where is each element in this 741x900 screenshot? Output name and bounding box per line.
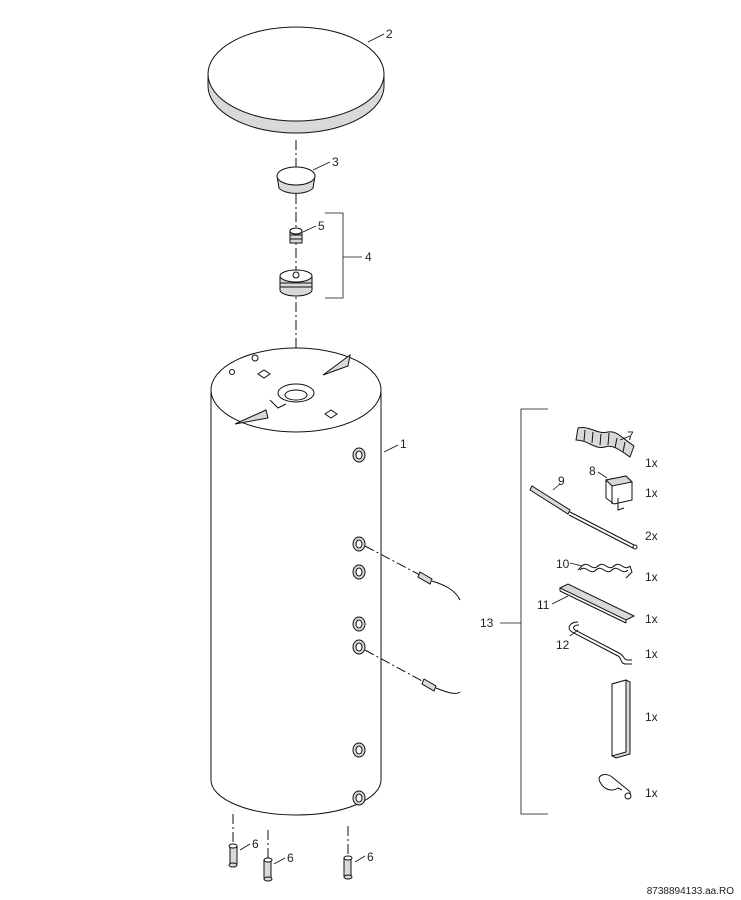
bracket-13 <box>520 408 548 815</box>
part-pad <box>611 679 631 759</box>
part-storage-tank <box>210 347 382 816</box>
qty-9: 2x <box>645 529 658 543</box>
part-foot-middle <box>263 830 273 882</box>
callout-1: 1 <box>400 437 407 451</box>
part-sensor-lower <box>364 649 461 694</box>
part-cap <box>276 166 316 194</box>
leader-5 <box>302 225 317 233</box>
qty-11: 1x <box>645 612 658 626</box>
callout-12: 12 <box>556 638 570 652</box>
leader-10 <box>569 562 583 567</box>
part-threaded-plug <box>279 269 313 297</box>
callout-6c: 6 <box>367 850 374 864</box>
qty-clip: 1x <box>645 786 658 800</box>
callout-5: 5 <box>318 219 325 233</box>
part-10-spiral <box>577 563 633 579</box>
qty-12: 1x <box>645 647 658 661</box>
callout-11: 11 <box>537 598 550 612</box>
callout-2: 2 <box>386 27 393 41</box>
leader-12 <box>569 629 579 637</box>
part-8-clip <box>604 475 634 511</box>
callout-9: 9 <box>558 474 565 488</box>
part-foot-right <box>343 826 353 880</box>
callout-6a: 6 <box>252 837 259 851</box>
part-cable-clip <box>598 774 632 800</box>
leader-1 <box>383 444 399 453</box>
callout-6b: 6 <box>287 851 294 865</box>
callout-10: 10 <box>556 557 570 571</box>
top-seam-left <box>234 409 269 425</box>
part-small-fitting <box>289 227 303 244</box>
qty-8: 1x <box>645 486 658 500</box>
part-sensor-upper <box>364 545 461 601</box>
qty-10: 1x <box>645 570 658 584</box>
callout-13: 13 <box>480 616 494 630</box>
leader-7 <box>619 435 631 441</box>
part-foot-left <box>228 814 238 868</box>
part-7-strip <box>575 426 635 458</box>
drawing-reference: 8738894133.aa.RO <box>647 886 735 897</box>
leader-3 <box>312 161 331 171</box>
callout-7: 7 <box>627 429 634 443</box>
leader-9 <box>552 483 561 491</box>
qty-7: 1x <box>645 456 658 470</box>
side-connections <box>352 447 366 806</box>
callout-4: 4 <box>365 250 372 264</box>
part-12-wire <box>568 621 632 665</box>
leader-11 <box>551 595 569 605</box>
leader-6c <box>354 855 366 863</box>
part-9-rod <box>529 485 638 550</box>
leader-8 <box>597 471 608 479</box>
callout-3: 3 <box>332 155 339 169</box>
qty-pad: 1x <box>645 710 658 724</box>
callout-8: 8 <box>589 464 596 478</box>
part-lid <box>207 26 385 134</box>
top-seam-right <box>322 353 351 376</box>
leader-2 <box>367 33 385 43</box>
leader-6b <box>273 857 286 865</box>
bracket-4 <box>325 212 344 299</box>
leader-6a <box>239 843 251 851</box>
part-11-strip <box>558 583 636 624</box>
